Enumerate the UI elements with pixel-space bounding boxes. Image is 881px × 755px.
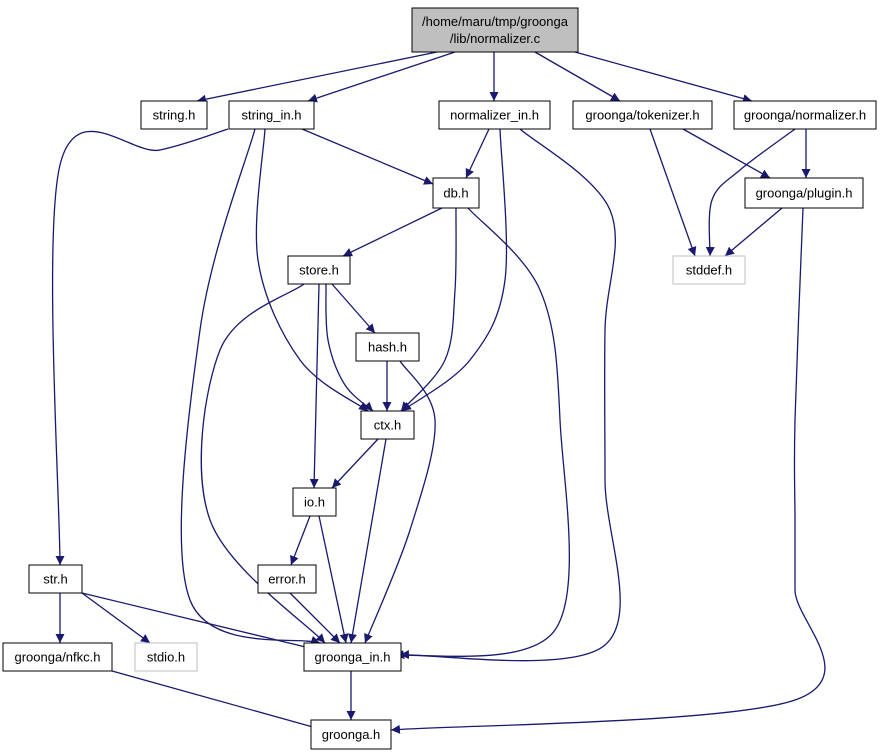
edge-str_h-to-stdio_h — [81, 592, 151, 644]
edge-normalizer_in_h-to-groonga_in_h — [399, 128, 621, 662]
edge-normalizer_c-to-groonga_tokenizer_h — [534, 51, 621, 102]
node-label: normalizer_in.h — [450, 108, 539, 123]
node-box — [310, 719, 392, 750]
node-box — [672, 255, 746, 285]
edge-normalizer_in_h-to-ctx_h — [401, 128, 508, 412]
node-label: /home/maru/tmp/groonga — [422, 14, 569, 29]
edge-store_h-to-ctx_h — [325, 283, 374, 412]
node-db-h[interactable]: db.h — [432, 177, 480, 209]
edge-ctx_h-to-io_h — [331, 438, 379, 489]
node-hash-h[interactable]: hash.h — [355, 332, 420, 362]
node-string-h[interactable]: string.h — [140, 100, 208, 130]
edge-normalizer_c-to-string_in_h — [307, 51, 456, 103]
edge-groonga_tokenizer_h-to-stddef_h — [649, 128, 697, 257]
node-label: groonga.h — [322, 727, 381, 742]
node-box — [432, 177, 480, 209]
node-label: string_in.h — [242, 108, 302, 123]
edge-normalizer_c-to-string_h — [196, 51, 438, 104]
node-stdio-h: stdio.h — [134, 642, 198, 672]
node-label: groonga/normalizer.h — [744, 108, 866, 123]
node-label: /lib/normalizer.c — [450, 31, 541, 46]
node-groonga-h[interactable]: groonga.h — [310, 719, 392, 750]
node-box — [257, 564, 317, 594]
node-label: groonga/plugin.h — [756, 186, 853, 201]
node-box — [355, 332, 420, 362]
edge-store_h-to-groonga_in_h — [200, 283, 326, 644]
node-box — [438, 100, 551, 130]
edge-ctx_h-to-groonga_in_h — [348, 438, 387, 644]
node-label: stddef.h — [686, 263, 732, 278]
edge-string_in_h-to-db_h — [301, 128, 434, 185]
node-box — [411, 7, 579, 53]
edge-string_in_h-to-ctx_h — [255, 128, 369, 412]
node-io-h[interactable]: io.h — [292, 487, 337, 517]
node-groonga-plugin-h[interactable]: groonga/plugin.h — [744, 177, 864, 209]
node-stddef-h: stddef.h — [672, 255, 746, 285]
node-groonga-tokenizer-h[interactable]: groonga/tokenizer.h — [572, 100, 713, 130]
node-box — [303, 642, 402, 672]
node-normalizer-in-h[interactable]: normalizer_in.h — [438, 100, 551, 130]
node-groonga-nfkc-h[interactable]: groonga/nfkc.h — [2, 642, 113, 672]
node-box — [228, 100, 315, 130]
node-label: stdio.h — [147, 650, 185, 665]
node-box — [744, 177, 864, 209]
edge-io_h-to-groonga_in_h — [318, 515, 349, 644]
node-box — [733, 100, 877, 130]
node-layer: /home/maru/tmp/groonga/lib/normalizer.c s… — [2, 7, 877, 750]
node-label: groonga_in.h — [315, 650, 391, 665]
node-label: io.h — [304, 495, 325, 510]
node-normalizer-c[interactable]: /home/maru/tmp/groonga/lib/normalizer.c — [411, 7, 579, 53]
edge-error_h-to-groonga_in_h — [289, 592, 341, 644]
node-string-in-h[interactable]: string_in.h — [228, 100, 315, 130]
node-error-h[interactable]: error.h — [257, 564, 317, 594]
node-label: store.h — [299, 263, 339, 278]
node-str-h[interactable]: str.h — [28, 564, 83, 594]
node-groonga-normalizer-h[interactable]: groonga/normalizer.h — [733, 100, 877, 130]
node-label: str.h — [43, 572, 68, 587]
edge-store_h-to-hash_h — [331, 283, 376, 334]
edge-db_h-to-groonga_in_h — [394, 207, 571, 660]
node-box — [292, 487, 337, 517]
node-box — [360, 410, 415, 440]
node-box — [28, 564, 83, 594]
node-box — [140, 100, 208, 130]
edge-groonga_normalizer_h-to-stddef_h — [705, 128, 796, 257]
edge-groonga_tokenizer_h-to-groonga_plugin_h — [682, 128, 771, 179]
node-store-h[interactable]: store.h — [287, 255, 351, 285]
node-label: groonga/tokenizer.h — [585, 108, 699, 123]
edge-layer — [51, 51, 826, 734]
edge-string_in_h-to-str_h — [51, 128, 229, 566]
node-label: db.h — [443, 186, 468, 201]
edge-normalizer_in_h-to-db_h — [465, 128, 490, 179]
node-label: hash.h — [368, 340, 407, 355]
node-label: ctx.h — [374, 418, 401, 433]
node-box — [572, 100, 713, 130]
edge-db_h-to-store_h — [342, 207, 443, 257]
edge-str_h-to-groonga_in_h — [81, 592, 319, 653]
node-ctx-h[interactable]: ctx.h — [360, 410, 415, 440]
edge-groonga_nfkc_h-to-groonga_h — [111, 670, 321, 731]
edge-normalizer_c-to-groonga_normalizer_h — [574, 51, 753, 103]
edge-io_h-to-error_h — [290, 515, 311, 566]
edge-groonga_plugin_h-to-groonga_h — [390, 207, 826, 734]
node-box — [287, 255, 351, 285]
node-label: groonga/nfkc.h — [14, 650, 100, 665]
edge-string_in_h-to-groonga_in_h — [180, 128, 321, 645]
node-label: string.h — [153, 108, 196, 123]
edge-store_h-to-io_h — [309, 283, 320, 489]
node-box — [134, 642, 198, 672]
edge-hash_h-to-groonga_in_h — [364, 360, 436, 644]
node-groonga-in-h[interactable]: groonga_in.h — [303, 642, 402, 672]
node-box — [2, 642, 113, 672]
edge-groonga_plugin_h-to-stddef_h — [724, 207, 783, 257]
node-label: error.h — [268, 572, 306, 587]
